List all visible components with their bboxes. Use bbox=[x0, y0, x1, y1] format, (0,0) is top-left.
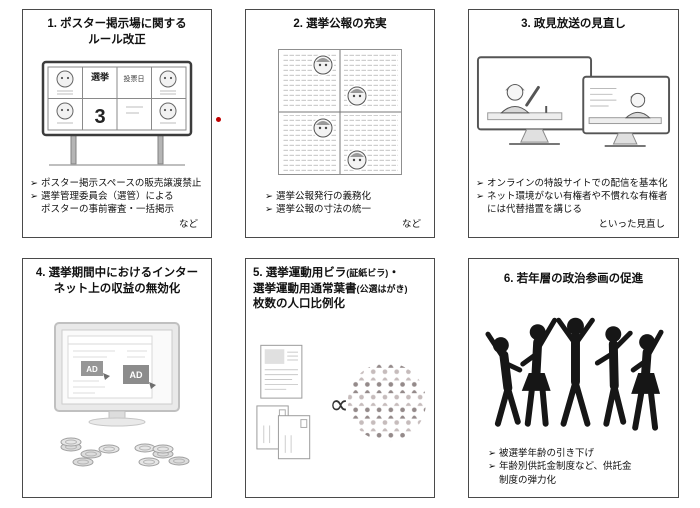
panel-poster-rules: 1. ポスター掲示場に関する ルール改正 bbox=[22, 9, 212, 238]
red-dot bbox=[216, 117, 221, 122]
bullet-arrow-icon: ➢ bbox=[488, 461, 496, 473]
bullet-list: ➢ 選挙公報発行の義務化 ➢ 選挙公報の寸法の統一 など bbox=[253, 190, 427, 231]
bullet-list: ➢ ポスター掲示スペースの販売譲渡禁止 ➢ 選挙管理委員会（選管）による ポスタ… bbox=[30, 177, 204, 231]
panel-title: 5. 選挙運動用ビラ(証紙ビラ)・ 選挙運動用通常葉書(公選はがき) 枚数の人口… bbox=[253, 266, 427, 313]
bullet-text: 被選挙年齢の引き下げ bbox=[498, 448, 594, 460]
speaker-head bbox=[630, 92, 646, 108]
title-segment-small: (公選はがき) bbox=[356, 283, 408, 294]
bullet-text: 選挙公報発行の義務化 bbox=[275, 191, 371, 203]
title-segment: 枚数の人口比例化 bbox=[253, 298, 345, 311]
panel-broadcast-review: 3. 政見放送の見直し bbox=[468, 9, 679, 238]
poster-board-graphic: 選挙 投票日 3 bbox=[41, 61, 193, 167]
monitor-right bbox=[582, 75, 671, 147]
cursor-icon bbox=[103, 373, 110, 381]
etc-note: など bbox=[401, 218, 421, 230]
bullet-text: 選挙管理委員会（選管）による ポスターの事前審査・一括掲示 bbox=[40, 191, 174, 216]
campaign-flyer bbox=[260, 344, 303, 399]
bullet-text: ポスター掲示スペースの販売譲渡禁止 bbox=[40, 177, 202, 189]
panel-title: 2. 選挙公報の充実 bbox=[293, 18, 387, 30]
caption-lines bbox=[590, 87, 617, 107]
bullet-text: 選挙公報の寸法の統一 bbox=[275, 204, 371, 216]
board-number: 3 bbox=[94, 106, 105, 128]
silhouette-figure bbox=[520, 318, 558, 428]
monitor-base bbox=[88, 417, 146, 427]
ad-box bbox=[123, 365, 149, 385]
silhouette-figure bbox=[630, 330, 664, 431]
bullet-arrow-icon: ➢ bbox=[30, 191, 38, 203]
title-segment-small: (証紙ビラ) bbox=[346, 268, 389, 278]
bullet-item: ➢ 被選挙年齢の引き下げ bbox=[488, 447, 671, 460]
title-segment: 選挙運動用通常葉書 bbox=[253, 282, 357, 295]
title-segment: 5. 選挙運動用ビラ bbox=[253, 267, 347, 279]
proportional-symbol: ∝ bbox=[329, 389, 349, 420]
panel-title: 3. 政見放送の見直し bbox=[521, 18, 626, 30]
etc-note: など bbox=[178, 218, 198, 230]
flyer-crowd-graphic: ∝ bbox=[256, 344, 427, 459]
ad-revenue-illustration: AD AD bbox=[30, 299, 204, 491]
bullet-list: ➢ オンラインの特設サイトでの配信を基本化 ➢ ネット環境がない有権者や不慣れな… bbox=[476, 177, 671, 231]
speaker-head bbox=[506, 83, 524, 101]
monitor-left bbox=[476, 55, 593, 145]
monitors-graphic bbox=[476, 55, 671, 147]
speaker-body bbox=[624, 111, 651, 118]
poster-face-eyes bbox=[60, 77, 173, 112]
bullet-list: ➢ 被選挙年齢の引き下げ ➢ 年齢別供託金制度など、供託金 制度の弾力化 bbox=[476, 447, 671, 487]
title-segment: ・ bbox=[388, 267, 400, 279]
panel-ad-revenue: 4. 選挙期間中におけるインター ネット上の収益の無効化 AD AD bbox=[22, 258, 212, 498]
bullet-text: ネット環境がない有権者や不慣れな有権者 には代替措置を講じる bbox=[486, 191, 668, 216]
bullet-item: ➢ オンラインの特設サイトでの配信を基本化 bbox=[476, 177, 671, 190]
bullet-arrow-icon: ➢ bbox=[265, 191, 273, 203]
population-crowd-icon bbox=[347, 362, 427, 441]
poster-face-icons bbox=[56, 70, 177, 120]
bullet-arrow-icon: ➢ bbox=[476, 191, 484, 203]
board-text-senkyo: 選挙 bbox=[91, 71, 110, 82]
panel-title: 6. 若年層の政治参画の促進 bbox=[503, 273, 644, 285]
ad-label: AD bbox=[130, 370, 143, 380]
cursor-icon bbox=[149, 382, 156, 390]
candidate-face-icons bbox=[312, 54, 368, 172]
coin-icons bbox=[60, 437, 190, 467]
bullet-item: ➢ ネット環境がない有権者や不慣れな有権者 には代替措置を講じる bbox=[476, 190, 671, 217]
panel-title: 1. ポスター掲示場に関する ルール改正 bbox=[47, 18, 187, 46]
raised-arm bbox=[525, 85, 540, 107]
bullet-item: ➢ ポスター掲示スペースの販売譲渡禁止 bbox=[30, 177, 204, 190]
poster-scribbles bbox=[57, 90, 176, 124]
bullet-item: ➢ 年齢別供託金制度など、供託金 制度の弾力化 bbox=[488, 460, 671, 487]
panel-title: 4. 選挙期間中におけるインター ネット上の収益の無効化 bbox=[35, 267, 199, 295]
bullet-text: 年齢別供託金制度など、供託金 制度の弾力化 bbox=[498, 461, 632, 486]
board-frame bbox=[41, 61, 193, 137]
panel-flyer-proportional: 5. 選挙運動用ビラ(証紙ビラ)・ 選挙運動用通常葉書(公選はがき) 枚数の人口… bbox=[245, 258, 435, 498]
youth-silhouette-figures bbox=[485, 318, 664, 431]
bullet-arrow-icon: ➢ bbox=[265, 204, 273, 216]
proportional-illustration: ∝ bbox=[253, 315, 427, 491]
campaign-postcards bbox=[256, 405, 311, 459]
bulletin-illustration bbox=[253, 35, 427, 191]
bullet-item: ➢ 選挙管理委員会（選管）による ポスターの事前審査・一括掲示 bbox=[30, 190, 204, 217]
silhouettes-graphic bbox=[485, 318, 664, 431]
silhouette-figure bbox=[556, 318, 595, 428]
board-text-vote-day: 投票日 bbox=[124, 74, 145, 83]
bullet-arrow-icon: ➢ bbox=[488, 448, 496, 460]
ad-box bbox=[81, 361, 103, 377]
board-legs bbox=[49, 132, 185, 167]
youth-illustration bbox=[476, 290, 671, 448]
bullet-text: オンラインの特設サイトでの配信を基本化 bbox=[486, 177, 668, 189]
page-text-lines bbox=[73, 350, 147, 394]
monitor-coins-graphic: AD AD bbox=[54, 322, 190, 467]
broadcast-illustration bbox=[476, 35, 671, 177]
bullet-item: ➢ 選挙公報発行の義務化 bbox=[265, 190, 427, 203]
review-note: といった見直し bbox=[598, 218, 665, 230]
panel-election-bulletin: 2. 選挙公報の充実 bbox=[245, 9, 435, 238]
newspaper-graphic bbox=[278, 49, 402, 176]
bullet-arrow-icon: ➢ bbox=[476, 177, 484, 189]
poster-board-illustration: 選挙 投票日 3 bbox=[30, 50, 204, 177]
panel-youth-participation: 6. 若年層の政治参画の促進 bbox=[468, 258, 679, 498]
bullet-arrow-icon: ➢ bbox=[30, 177, 38, 189]
bullet-item: ➢ 選挙公報の寸法の統一 bbox=[265, 203, 427, 216]
silhouette-figure bbox=[485, 331, 523, 428]
speaker-body bbox=[500, 105, 530, 113]
ad-label: AD bbox=[86, 365, 98, 374]
silhouette-figure bbox=[594, 326, 633, 428]
